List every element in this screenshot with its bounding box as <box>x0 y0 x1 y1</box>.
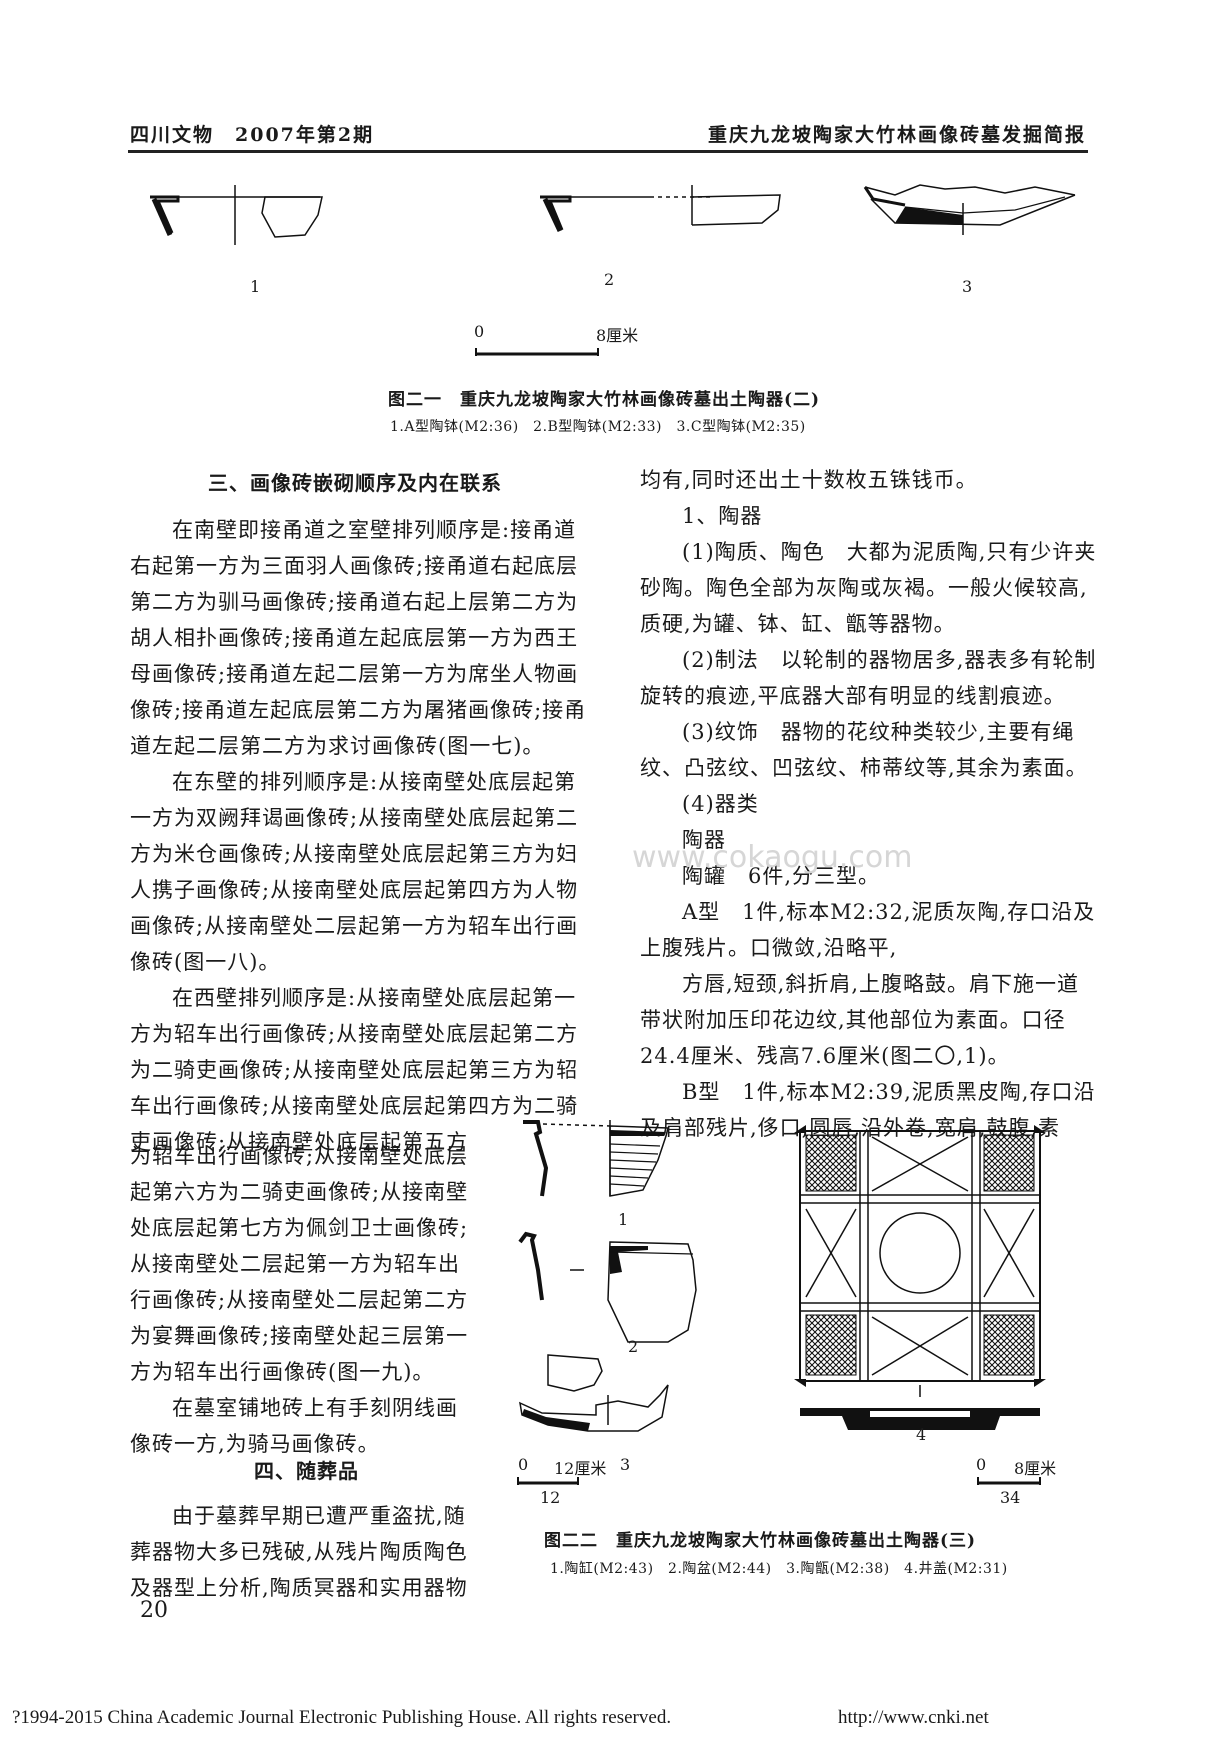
fig22-right-scale-start: 0 <box>976 1455 987 1474</box>
paragraph-line: 质硬,为罐、钵、缸、甑等器物。 <box>640 612 956 636</box>
fig22-left-scale-start: 0 <box>518 1455 529 1474</box>
left-column-text-b: 为轺车出行画像砖;从接南壁处底层 起第六方为二骑吏画像砖;从接南壁 处底层起第七… <box>130 1138 475 1462</box>
paragraph-line: 胡人相扑画像砖;接甬道左起底层第一方为西王 <box>130 626 579 650</box>
fig22-label-3: 3 <box>620 1455 631 1474</box>
section-3-heading: 三、画像砖嵌砌顺序及内在联系 <box>208 471 502 495</box>
jar-fragment-drawing <box>523 1120 669 1197</box>
bowl-a-drawing <box>150 185 323 245</box>
fig22-right-scale-bar <box>977 1477 1041 1485</box>
article-header: 重庆九龙坡陶家大竹林画像砖墓发掘简报 <box>707 124 1086 146</box>
footer-url[interactable]: http://www.cnki.net <box>838 1707 989 1728</box>
paragraph-line: 纹、凸弦纹、凹弦纹、柿蒂纹等,其余为素面。 <box>640 756 1088 780</box>
paragraph-line: 砂陶。陶色全部为灰陶或灰褐。一般火候较高, <box>640 576 1088 600</box>
paragraph-line: 一方为双阙拜谒画像砖;从接南壁处底层起第二 <box>130 806 579 830</box>
journal-header: 四川文物 2007年第2期 <box>130 124 375 146</box>
section-4-heading: 四、随葬品 <box>254 1459 359 1483</box>
paragraph-line: 带状附加压印花边纹,其他部位为素面。口径 <box>640 1008 1066 1032</box>
fig21-label-1: 1 <box>250 277 261 296</box>
paragraph-line: 画像砖;从接南壁处二层起第一方为轺车出行画 <box>130 914 579 938</box>
paragraph-line: 方为轺车出行画像砖;从接南壁处底层起第二方 <box>130 1022 579 1046</box>
paragraph-line: 右起第一方为三面羽人画像砖;接甬道右起底层 <box>130 554 579 578</box>
paragraph-line: 像砖;接甬道左起底层第二方为屠猪画像砖;接甬 <box>130 698 587 722</box>
fig21-scale-end: 8厘米 <box>596 326 639 345</box>
paragraph-line: (2)制法 以轮制的器物居多,器表多有轮制 <box>682 648 1097 672</box>
paragraph-line: B型 1件,标本M2:39,泥质黑皮陶,存口沿 <box>682 1080 1096 1104</box>
paragraph-line: 为轺车出行画像砖;从接南壁处底层 <box>130 1144 469 1168</box>
fig22-left-scale-end: 12厘米 <box>554 1459 607 1478</box>
paragraph-line: 像砖一方,为骑马画像砖。 <box>130 1432 380 1456</box>
paragraph-line: 由于墓葬早期已遭严重盗扰,随 <box>172 1504 466 1528</box>
page-number: 20 <box>140 1598 168 1623</box>
paragraph-line: 方为米仓画像砖;从接南壁处底层起第三方为妇 <box>130 842 579 866</box>
paragraph-line: 第二方为驯马画像砖;接甬道右起上层第二方为 <box>130 590 579 614</box>
paragraph-line: 人携子画像砖;从接南壁处底层起第四方为人物 <box>130 878 579 902</box>
paragraph-line: 在南壁即接甬道之室壁排列顺序是:接甬道 <box>172 518 577 542</box>
right-column-text: 均有,同时还出土十数枚五铢钱币。 1、陶器 (1)陶质、陶色 大都为泥质陶,只有… <box>640 462 1110 1146</box>
well-cover-drawing <box>794 1125 1046 1430</box>
paragraph-line: 方唇,短颈,斜折肩,上腹略鼓。肩下施一道 <box>682 972 1080 996</box>
paragraph-line: 在墓室铺地砖上有手刻阴线画 <box>172 1396 458 1420</box>
paragraph-line: 葬器物大多已残破,从残片陶质陶色 <box>130 1540 468 1564</box>
paragraph-line: (4)器类 <box>682 792 759 816</box>
paragraph-line: 上腹残片。口微敛,沿略平, <box>640 936 898 960</box>
paragraph-line: 起第六方为二骑吏画像砖;从接南壁 <box>130 1180 469 1204</box>
well-cover-section <box>800 1408 1040 1430</box>
well-cover-plan <box>794 1125 1046 1397</box>
paragraph-line: A型 1件,标本M2:32,泥质灰陶,存口沿及 <box>682 900 1096 924</box>
fig21-label-3: 3 <box>962 277 973 296</box>
bowl-b-drawing <box>540 185 781 233</box>
paragraph-line: 陶罐 6件,分三型。 <box>682 864 881 888</box>
left-column-text-c: 由于墓葬早期已遭严重盗扰,随 葬器物大多已残破,从残片陶质陶色 及器型上分析,陶… <box>130 1498 475 1606</box>
footer-copyright: ?1994-2015 China Academic Journal Electr… <box>12 1707 672 1728</box>
paragraph-line: (3)纹饰 器物的花纹种类较少,主要有绳 <box>682 720 1075 744</box>
paragraph-line: 为二骑吏画像砖;从接南壁处底层起第三方为轺 <box>130 1058 579 1082</box>
paragraph-line: 处底层起第七方为佩剑卫士画像砖; <box>130 1216 469 1240</box>
fig22-label-1: 1 <box>618 1210 629 1229</box>
fig22-right-scale-end: 8厘米 <box>1014 1459 1057 1478</box>
fig21-label-2: 2 <box>604 270 615 289</box>
header-rule <box>128 150 1088 153</box>
basin-drawing <box>518 1231 697 1343</box>
paragraph-line: (1)陶质、陶色 大都为泥质陶,只有少许夹 <box>682 540 1097 564</box>
paragraph-line: 行画像砖;从接南壁处二层起第二方 <box>130 1288 469 1312</box>
fig22-left-scale-under: 12 <box>540 1488 561 1507</box>
paragraph-line: 道左起二层第二方为求讨画像砖(图一七)。 <box>130 734 545 758</box>
fig22-label-2: 2 <box>628 1337 639 1356</box>
paragraph-line: 1、陶器 <box>682 504 763 528</box>
steamer-drawing <box>519 1354 669 1432</box>
paragraph-line: 均有,同时还出土十数枚五铢钱币。 <box>640 468 978 492</box>
paragraph-line: 旋转的痕迹,平底器大部有明显的线割痕迹。 <box>640 684 1066 708</box>
fig22-subcaption: 1.陶缸(M2:43) 2.陶盆(M2:44) 3.陶甑(M2:38) 4.井盖… <box>550 1561 1008 1577</box>
paragraph-line: 从接南壁处二层起第一方为轺车出 <box>130 1252 460 1276</box>
fig21-scale-bar <box>475 348 599 356</box>
bowl-c-drawing <box>863 184 1076 235</box>
paragraph-line: 吏画像砖;从接南壁处底层起第五方 <box>130 1130 469 1154</box>
paragraph-line: 车出行画像砖;从接南壁处底层起第四方为二骑 <box>130 1094 579 1118</box>
paragraph-line: 陶器 <box>682 828 726 852</box>
paragraph-line: 在西壁排列顺序是:从接南壁处底层起第一 <box>172 986 577 1010</box>
paragraph-line: 方为轺车出行画像砖(图一九)。 <box>130 1360 435 1384</box>
fig21-subcaption: 1.A型陶钵(M2:36) 2.B型陶钵(M2:33) 3.C型陶钵(M2:35… <box>390 419 806 435</box>
paragraph-line: 及器型上分析,陶质冥器和实用器物 <box>130 1576 468 1600</box>
fig22-left-scale-bar <box>517 1477 579 1485</box>
figure-22-pottery-drawings <box>518 1120 697 1432</box>
fig22-caption: 图二二 重庆九龙坡陶家大竹林画像砖墓出土陶器(三) <box>544 1531 977 1551</box>
fig21-scale-start: 0 <box>474 322 485 341</box>
watermark: www.cokaogu.com <box>632 840 913 875</box>
left-column-text-a: 在南壁即接甬道之室壁排列顺序是:接甬道 右起第一方为三面羽人画像砖;接甬道右起底… <box>130 512 600 1160</box>
fig22-right-scale-under: 34 <box>1000 1488 1021 1507</box>
paragraph-line: 24.4厘米、残高7.6厘米(图二〇,1)。 <box>640 1044 1010 1068</box>
figure-21-drawings <box>150 184 1076 245</box>
fig22-label-4: 4 <box>916 1425 927 1444</box>
paragraph-line: 母画像砖;接甬道左起二层第一方为席坐人物画 <box>130 662 579 686</box>
paragraph-line: 为宴舞画像砖;接南壁处起三层第一 <box>130 1324 469 1348</box>
paragraph-line: 在东壁的排列顺序是:从接南壁处底层起第 <box>172 770 577 794</box>
paragraph-line: 像砖(图一八)。 <box>130 950 281 974</box>
fig21-caption: 图二一 重庆九龙坡陶家大竹林画像砖墓出土陶器(二) <box>388 390 821 410</box>
